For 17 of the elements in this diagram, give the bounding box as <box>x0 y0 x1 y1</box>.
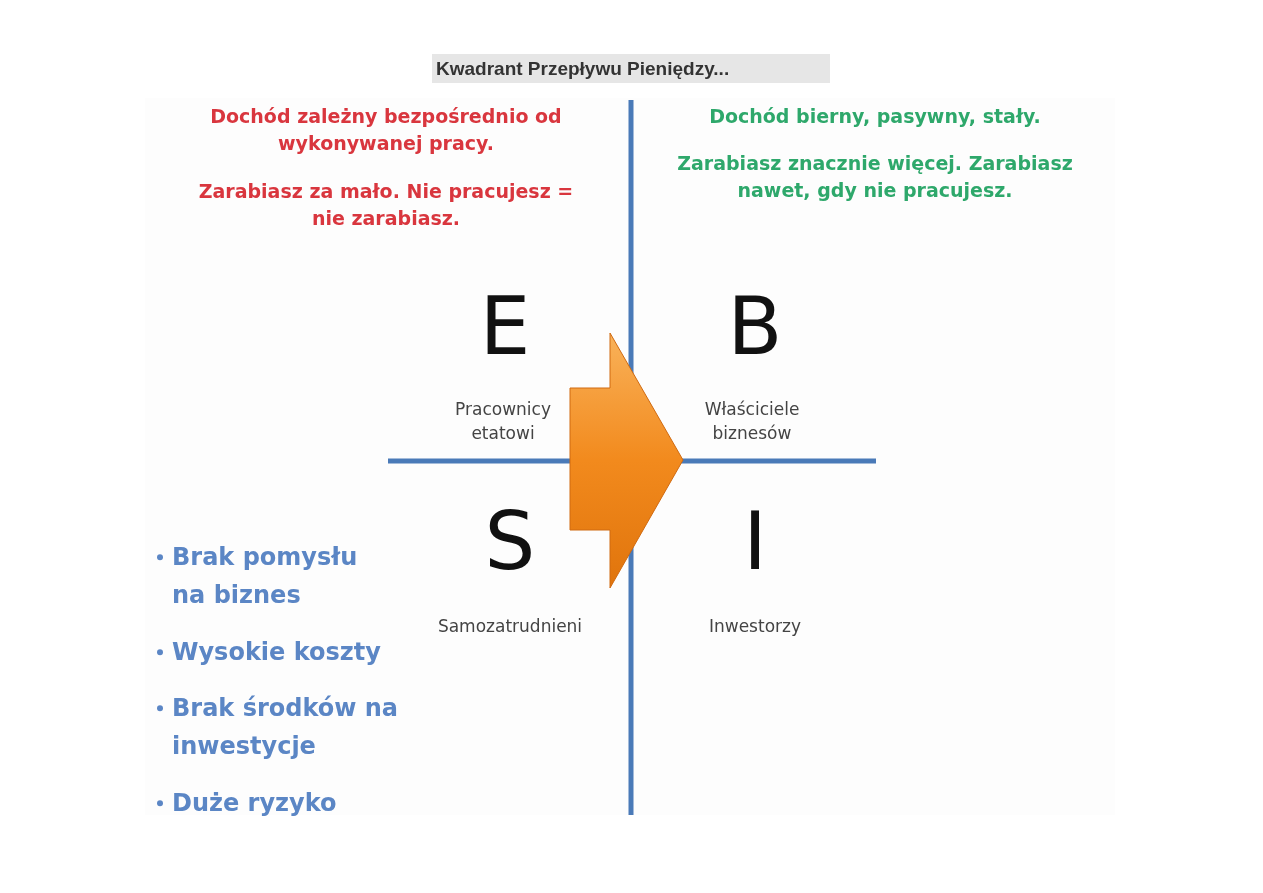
bullet-text: Duże ryzyko <box>172 788 338 819</box>
statement-text: Dochód bierny, pasywny, stały. <box>708 104 1042 129</box>
quadrant-caption: Pracownicy etatowi <box>454 398 552 445</box>
title: Kwadrant Przepływu Pieniędzy... <box>432 54 830 83</box>
quadrant-caption: Samozatrudnieni <box>436 615 584 638</box>
quadrant-letter: I <box>742 498 768 586</box>
quadrant-caption: Właściciele biznesów <box>703 398 801 445</box>
bullet-text: Wysokie koszty <box>172 637 382 668</box>
statement-text: Zarabiasz za mało. Nie pracujesz = nie zarabiasz. <box>197 179 575 231</box>
bullet-text: Brak środków na inwestycje <box>172 693 400 763</box>
quadrant-caption: Inwestorzy <box>707 615 803 638</box>
quadrant-letter: S <box>483 498 537 586</box>
quadrant-letter: E <box>478 283 532 371</box>
quadrant-letter: B <box>726 283 784 371</box>
statement-text: Zarabiasz znacznie więcej. Zarabiasz nawet, gdy nie pracujesz. <box>676 151 1074 203</box>
bullet-text: Brak pomysłu na biznes <box>172 542 359 612</box>
statement-text: Dochód zależny bezpośrednio od wykonywanej pracy. <box>209 104 563 156</box>
